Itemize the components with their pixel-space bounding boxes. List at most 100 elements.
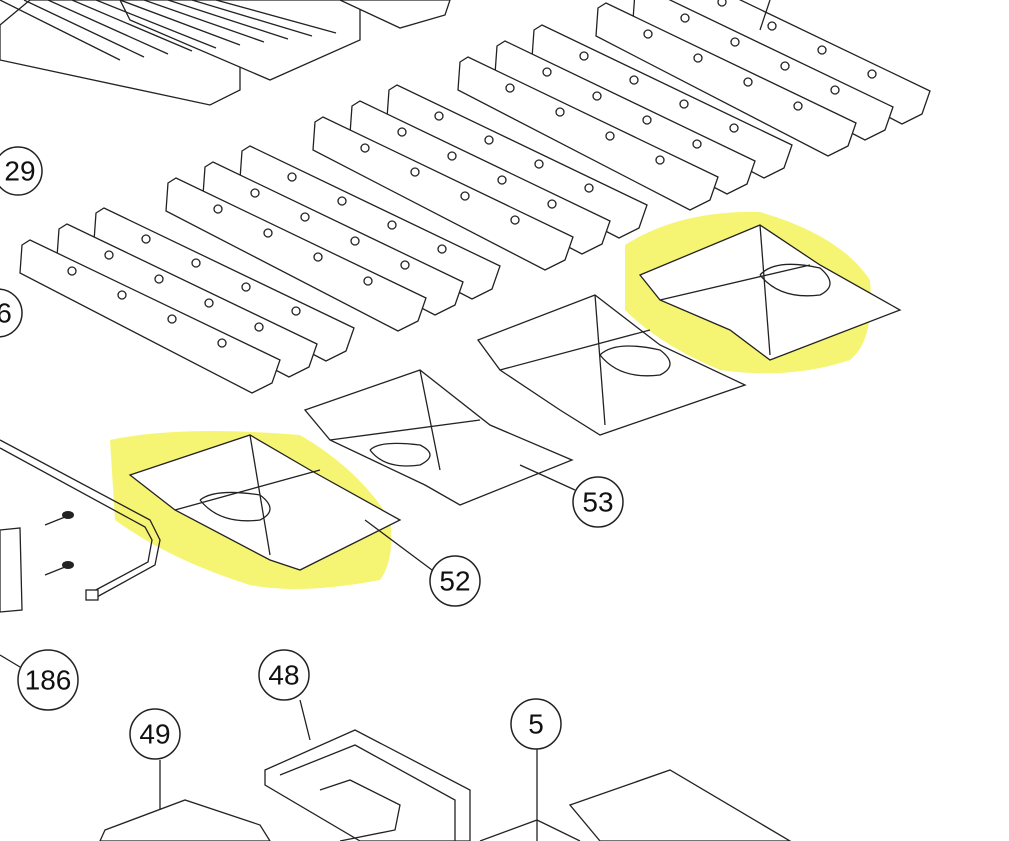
bar-rivet (360, 143, 370, 153)
plate-upper-right (638, 224, 902, 361)
callout-49: 49 (129, 708, 181, 760)
grate-line (143, 0, 265, 43)
bar-rivet (729, 123, 739, 133)
plate-upper-middle (476, 294, 747, 436)
part-5 (479, 745, 792, 841)
bar-rivet (217, 338, 227, 348)
bar-rivet (67, 266, 77, 276)
bar-rivet (730, 37, 740, 47)
plate-52 (128, 434, 402, 571)
bar-rivet (434, 111, 444, 121)
bar-rivet (743, 77, 753, 87)
bar-rivet (437, 244, 447, 254)
flavorizer-bars (19, 0, 931, 394)
bar-rivet (542, 67, 552, 77)
bar-rivet (484, 135, 494, 145)
bar-rivet (350, 236, 360, 246)
flavorizer-bar (457, 56, 719, 211)
bar-rivet (387, 220, 397, 230)
bar-rivet (263, 228, 273, 238)
callout-29: 29 (0, 146, 43, 196)
bar-rivet (579, 51, 589, 61)
callout-48: 48 (258, 649, 310, 701)
svg-text:49: 49 (139, 719, 170, 750)
plate-53 (303, 369, 574, 506)
bar-rivet (642, 115, 652, 125)
callout-6: 6 (0, 288, 23, 338)
bar-rivet (397, 127, 407, 137)
bar-rivet (104, 250, 114, 260)
bar-rivet (204, 298, 214, 308)
svg-text:53: 53 (582, 487, 613, 518)
bar-rivet (655, 155, 665, 165)
flavorizer-bar (595, 2, 857, 157)
bar-rivet (497, 175, 507, 185)
grate-line (71, 0, 193, 52)
igniter-assembly (0, 439, 161, 613)
bar-rivet (460, 191, 470, 201)
svg-text:186: 186 (25, 665, 72, 696)
bar-rivet (254, 322, 264, 332)
bar-rivet (400, 260, 410, 270)
bar-rivet (605, 131, 615, 141)
callout-5: 5 (510, 698, 562, 750)
bar-rivet (717, 0, 727, 7)
bar-rivet (167, 314, 177, 324)
bar-rivet (291, 306, 301, 316)
grate-line (47, 0, 169, 55)
callout-52: 52 (429, 555, 481, 607)
grill-grates (0, 0, 451, 106)
flavorizer-bar (19, 239, 281, 394)
bar-rivet (213, 204, 223, 214)
bar-rivet (767, 21, 777, 31)
svg-text:29: 29 (4, 156, 35, 187)
grate-line (167, 0, 289, 40)
svg-text:6: 6 (0, 298, 12, 329)
svg-text:48: 48 (268, 660, 299, 691)
flavorizer-bar (312, 116, 574, 271)
bar-rivet (629, 75, 639, 85)
bar-rivet (584, 183, 594, 193)
drip-tray-49 (99, 760, 271, 841)
bar-rivet (337, 196, 347, 206)
bar-rivet (191, 258, 201, 268)
bar-rivet (447, 151, 457, 161)
bar-rivet (154, 274, 164, 284)
bar-rivet (693, 53, 703, 63)
bar-rivet (510, 215, 520, 225)
bar-rivet (287, 172, 297, 182)
grate-line (191, 0, 313, 37)
bar-rivet (313, 252, 323, 262)
bar-rivet (692, 139, 702, 149)
bar-rivet (592, 91, 602, 101)
bar-rivet (830, 85, 840, 95)
bar-rivet (780, 61, 790, 71)
bar-rivet (410, 167, 420, 177)
bar-rivet (250, 188, 260, 198)
callout-186: 186 (17, 649, 79, 711)
svg-text:5: 5 (528, 709, 544, 740)
grate-line (0, 0, 121, 61)
grate-line (95, 0, 217, 49)
bar-rivet (817, 45, 827, 55)
bar-rivet (534, 159, 544, 169)
drip-tray-48 (264, 729, 471, 841)
bar-rivet (555, 107, 565, 117)
bar-rivet (505, 83, 515, 93)
bar-rivet (241, 282, 251, 292)
svg-text:52: 52 (439, 566, 470, 597)
bar-rivet (867, 69, 877, 79)
bar-rivet (547, 199, 557, 209)
bar-rivet (793, 101, 803, 111)
callout-53: 53 (572, 476, 624, 528)
bar-rivet (680, 13, 690, 23)
bar-rivet (679, 99, 689, 109)
grate-line (119, 0, 241, 46)
grate-line (215, 0, 337, 34)
bar-rivet (643, 29, 653, 39)
grate-line (23, 0, 145, 58)
bar-rivet (141, 234, 151, 244)
bar-rivet (117, 290, 127, 300)
bar-rivet (300, 212, 310, 222)
